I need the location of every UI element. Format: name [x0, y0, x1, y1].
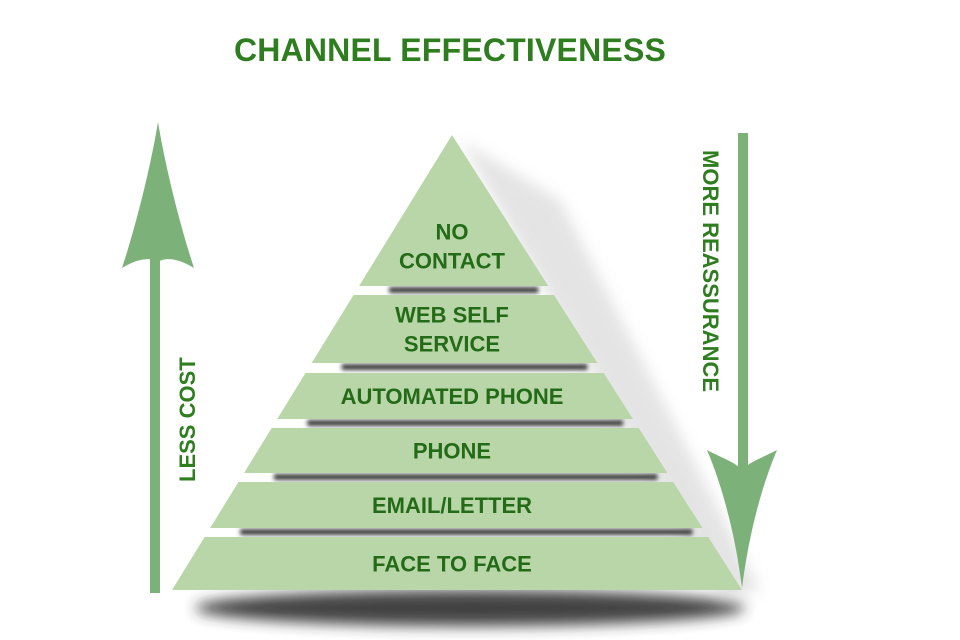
tier-label: WEB SELF [395, 303, 509, 328]
tier-shadow [341, 364, 588, 370]
pyramid-tier [359, 135, 549, 286]
diagram-title: CHANNEL EFFECTIVENESS [233, 32, 667, 68]
pyramid-tier [244, 428, 668, 473]
pyramid-tier [172, 537, 742, 590]
more-reassurance-arrow: MORE REASSURANCE [698, 133, 777, 588]
tier-label: CONTACT [399, 249, 505, 274]
tier-shadow [240, 529, 693, 535]
arrow-up-shaft [150, 250, 160, 593]
less-cost-label: LESS COST [175, 357, 200, 482]
tier-label: PHONE [413, 439, 491, 464]
tier-label: FACE TO FACE [372, 552, 532, 577]
pyramid-tier [210, 482, 703, 528]
pyramid-base-shadow [195, 590, 745, 626]
less-cost-arrow: LESS COST [122, 122, 200, 593]
tier-label: NO [436, 220, 469, 245]
pyramid-tier [311, 295, 598, 363]
tier-label: EMAIL/LETTER [372, 493, 532, 518]
pyramid-side-shadow [460, 140, 760, 600]
arrow-down-icon [707, 450, 777, 588]
tier-label: SERVICE [404, 332, 500, 357]
tier-shadow [274, 474, 658, 480]
tier-label: AUTOMATED PHONE [341, 384, 564, 409]
more-reassurance-label: MORE REASSURANCE [698, 150, 723, 392]
tier-shadow [389, 287, 539, 293]
tier-shadow [307, 420, 624, 426]
arrow-up-icon [122, 122, 194, 268]
arrow-down-shaft [738, 133, 748, 473]
pyramid-tier [277, 373, 634, 419]
